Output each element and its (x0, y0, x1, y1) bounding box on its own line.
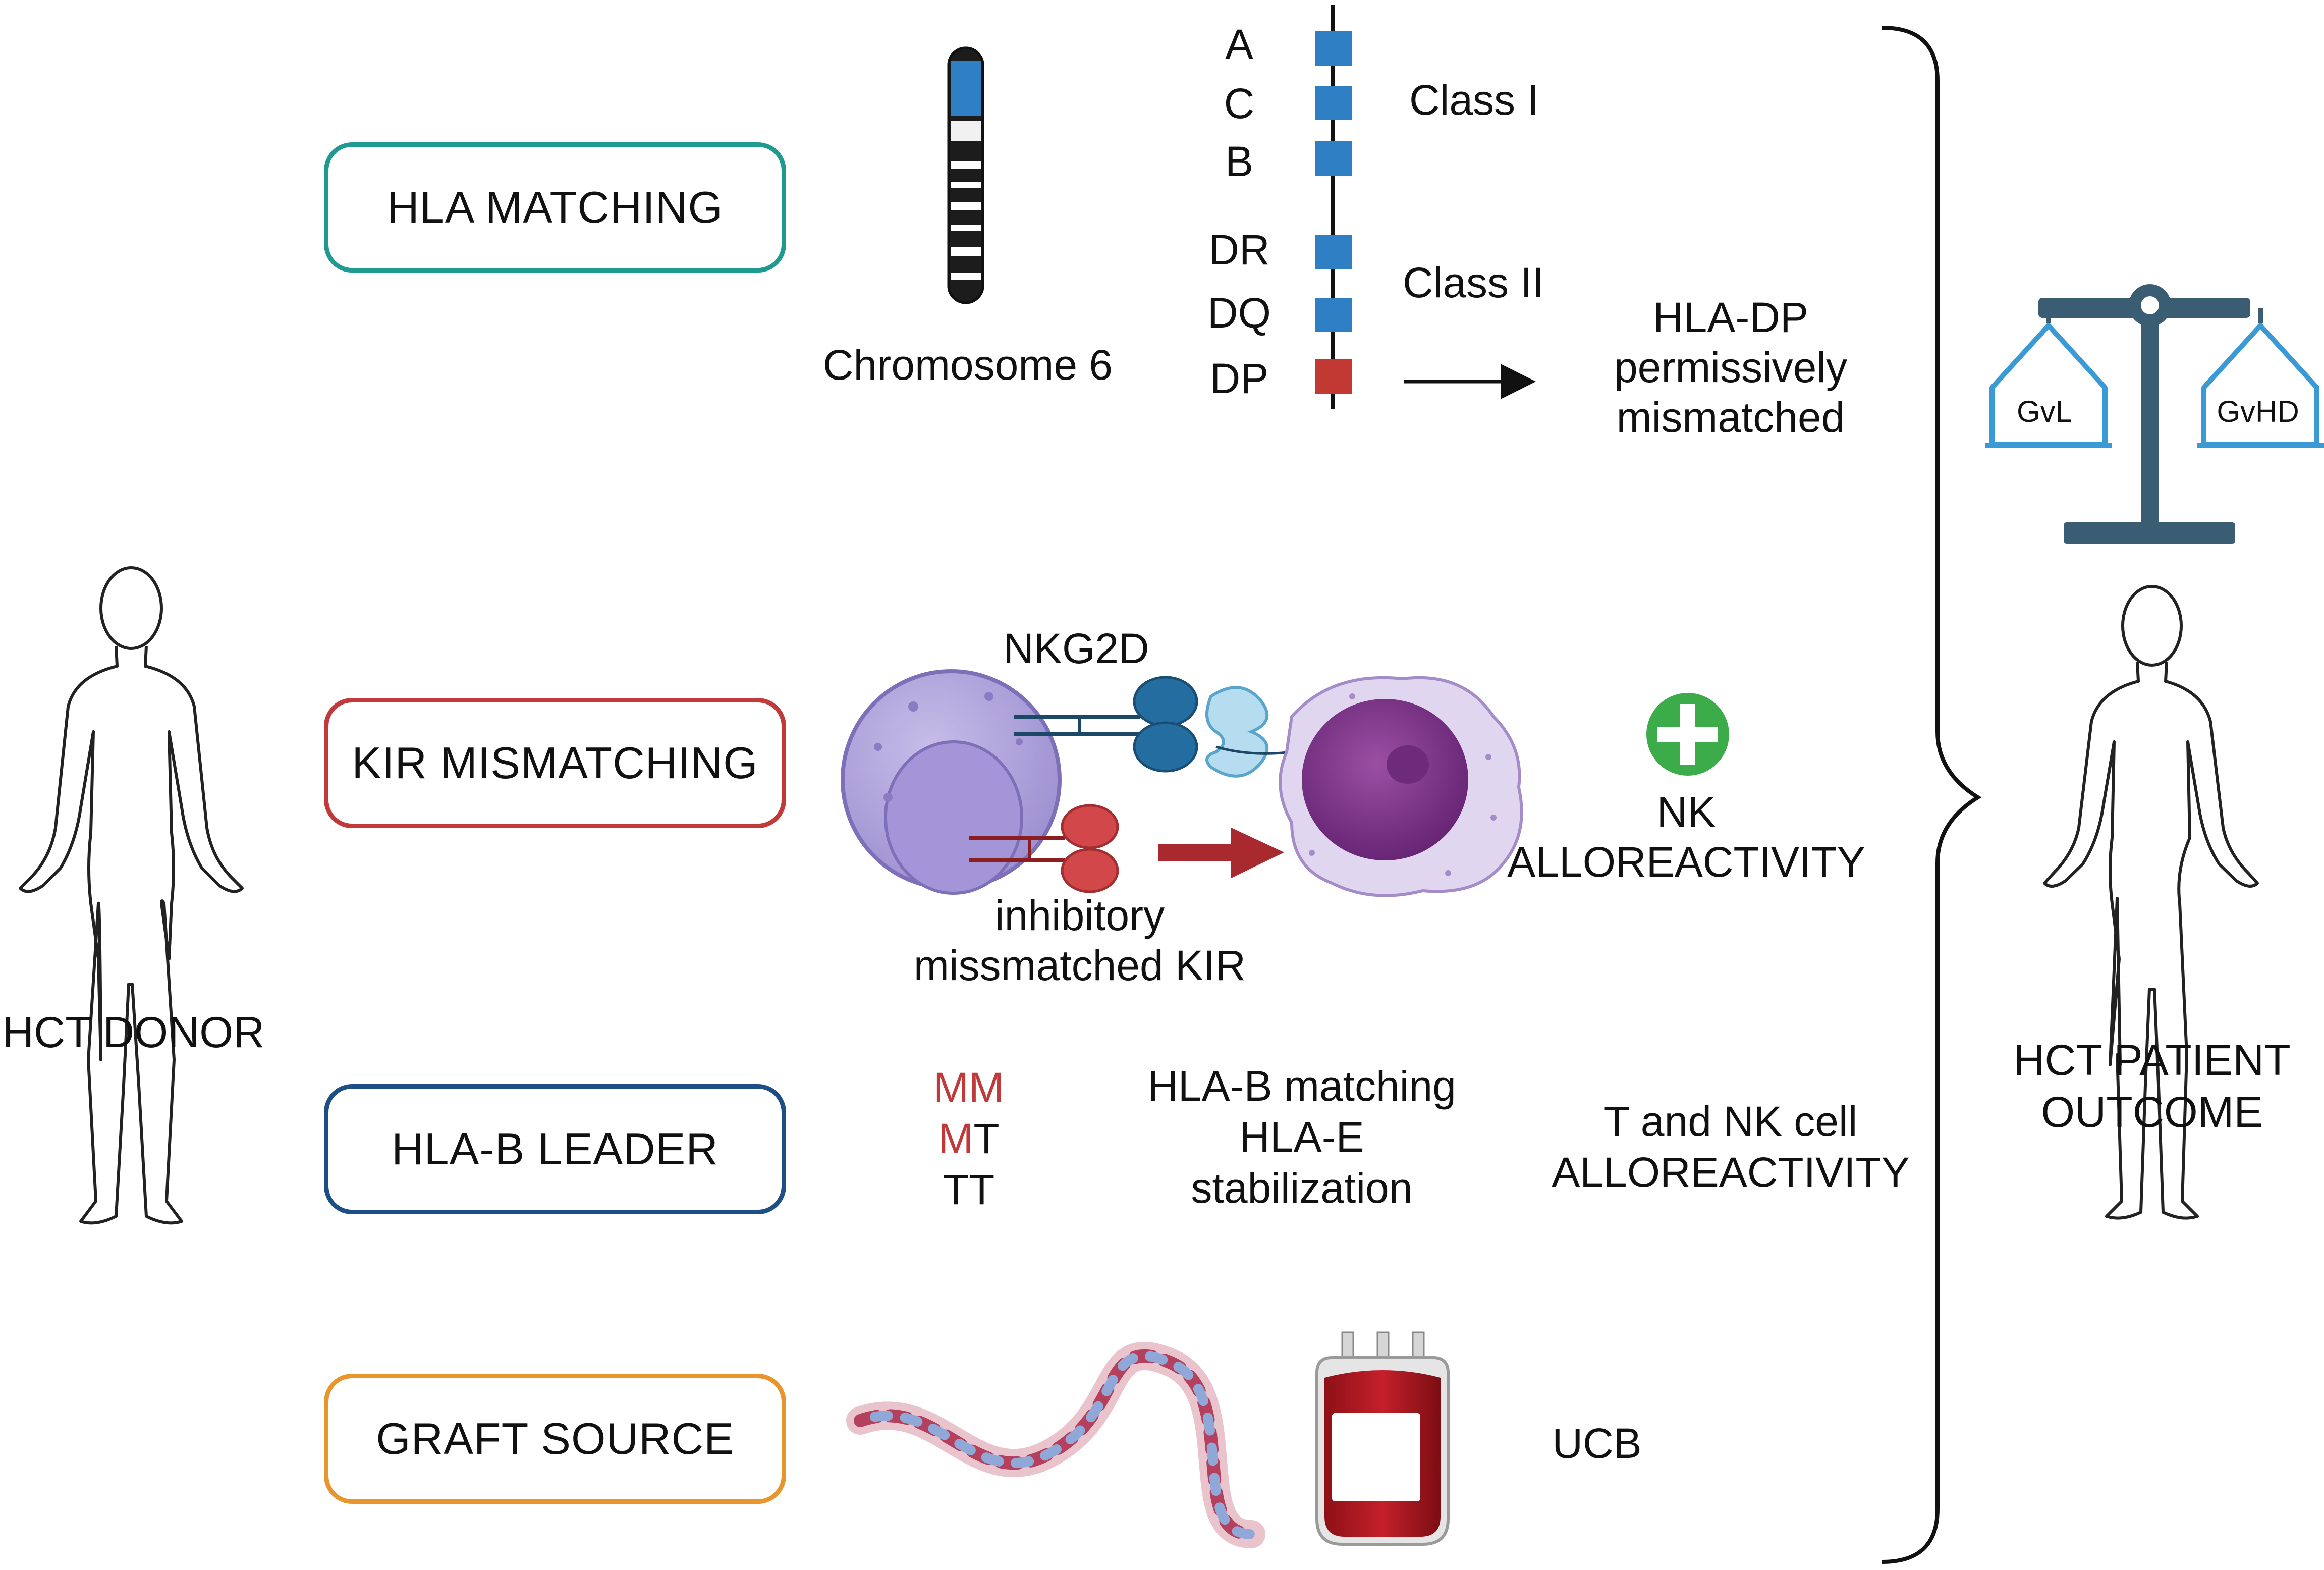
class-2-label: Class II (1403, 259, 1544, 306)
blood-bag-icon (1315, 1331, 1450, 1546)
hla-b-leader-box: HLA-B LEADER (324, 1084, 786, 1214)
t-nk-line2: ALLOREACTIVITY (1552, 1148, 1910, 1196)
graft-source-box: GRAFT SOURCE (324, 1374, 786, 1504)
scale-gvhd-label: GvHD (2217, 395, 2299, 428)
leader-genotypes: MM MT TT (933, 1062, 1004, 1215)
patient-label-line1: HCT PATIENT (2013, 1036, 2291, 1085)
locus-dq-marker (1315, 298, 1352, 332)
ucb-label: UCB (1552, 1420, 1642, 1467)
locus-dp-label: DP (1209, 355, 1269, 402)
locus-dr-marker (1315, 235, 1352, 269)
hla-dp-line3: mismatched (1616, 394, 1845, 442)
inhibitory-kir-line1: inhibitory (994, 892, 1165, 939)
nk-cell-interaction (841, 669, 1523, 897)
donor-body-icon (19, 566, 244, 1225)
locus-a-label: A (1225, 21, 1254, 68)
locus-a-marker (1315, 31, 1352, 66)
nk-cell-nucleus (884, 740, 1023, 895)
t-nk-line1: T and NK cell (1603, 1098, 1858, 1145)
outcome-brace (1882, 26, 1982, 1564)
inhibitory-kir-label: inhibitory missmatched KIR (914, 891, 1246, 991)
leader-desc-line3: stabilization (1191, 1164, 1413, 1212)
locus-c-marker (1315, 86, 1352, 120)
nk-alloreactivity-line1: NK (1656, 788, 1716, 836)
genotype-tt: TT (943, 1165, 995, 1213)
hla-matching-box: HLA MATCHING (324, 142, 786, 273)
leader-desc-line2: HLA-E (1239, 1113, 1364, 1161)
genotype-mt-t: T (973, 1114, 1000, 1162)
chromosome-label: Chromosome 6 (822, 341, 1113, 389)
kir-mismatching-box: KIR MISMATCHING (324, 698, 786, 828)
t-nk-alloreactivity-label: T and NK cell ALLOREACTIVITY (1552, 1096, 1910, 1198)
scale-gvl-label: GvL (2016, 395, 2073, 428)
nk-alloreactivity-label: NK ALLOREACTIVITY (1507, 787, 1865, 887)
locus-dp-marker (1315, 359, 1352, 394)
hla-dp-outcome: HLA-DP permissively mismatched (1614, 293, 1847, 443)
genotype-mt: MT (933, 1113, 1004, 1164)
locus-b-label: B (1225, 138, 1254, 185)
class-1-label: Class I (1409, 76, 1539, 124)
hla-loci-map (1315, 5, 1536, 409)
hct-donor-label: HCT DONOR (3, 1008, 265, 1057)
locus-b-marker (1315, 141, 1352, 176)
leader-description: HLA-B matching HLA-E stabilization (1147, 1061, 1456, 1213)
nk-alloreactivity-line2: ALLOREACTIVITY (1507, 838, 1865, 886)
balance-scale-icon (1985, 284, 2324, 544)
locus-c-label: C (1224, 80, 1255, 127)
leader-desc-line1: HLA-B matching (1147, 1062, 1456, 1110)
hct-patient-label: HCT PATIENT OUTCOME (2013, 1035, 2290, 1139)
umbilical-cord-icon (846, 1342, 1265, 1548)
tumor-cell-nucleus (1302, 699, 1468, 860)
locus-dr-label: DR (1208, 226, 1270, 274)
locus-dq-label: DQ (1207, 289, 1271, 337)
patient-label-line2: OUTCOME (2041, 1088, 2263, 1137)
inhibitory-kir-line2: missmatched KIR (913, 942, 1246, 990)
nkg2d-label: NKG2D (1003, 625, 1149, 672)
hla-dp-line1: HLA-DP (1652, 294, 1809, 341)
chromosome-6-icon (947, 46, 984, 304)
patient-body-icon (2043, 585, 2259, 1220)
green-plus-icon (1646, 693, 1729, 776)
hla-dp-line2: permissively (1614, 344, 1848, 392)
genotype-mt-m: M (938, 1114, 974, 1162)
genotype-mm: MM (933, 1064, 1004, 1111)
